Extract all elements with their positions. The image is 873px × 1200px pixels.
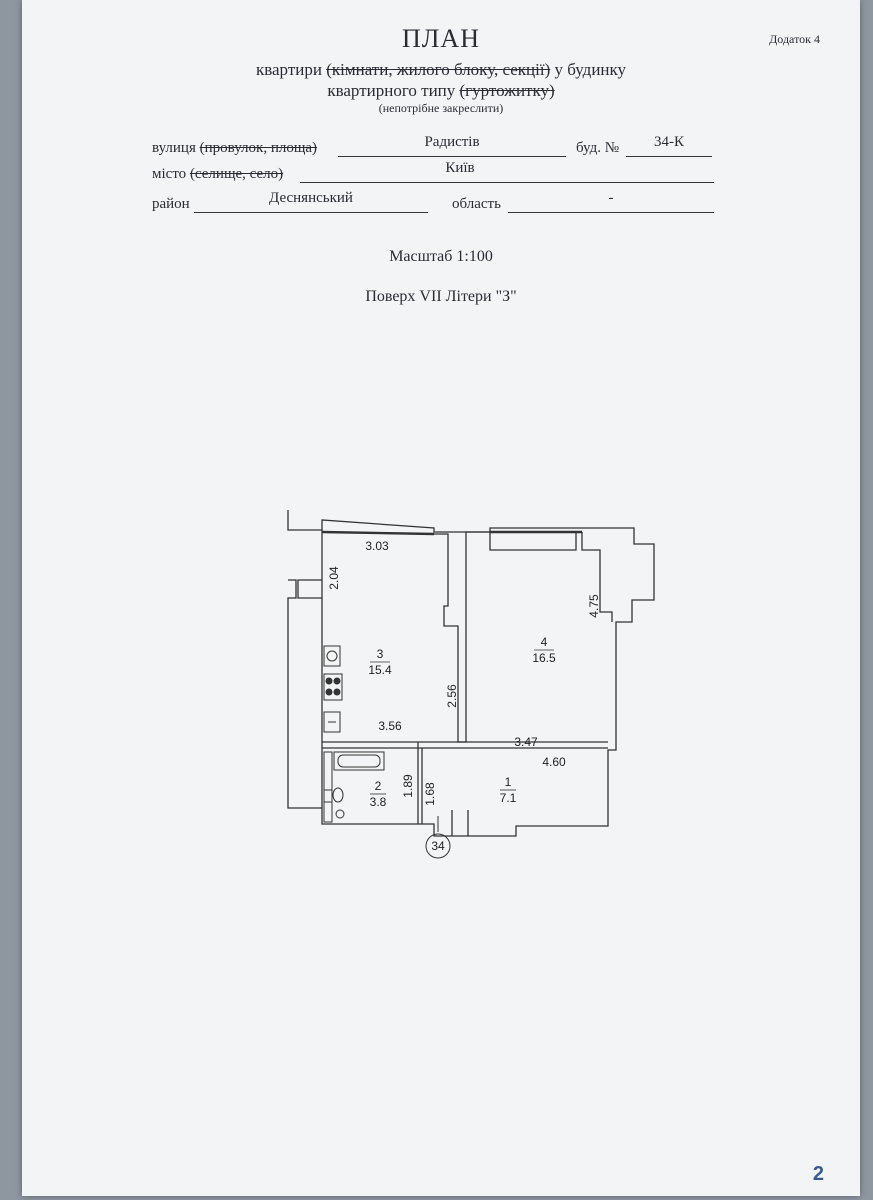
building-value: 34-К [654,134,684,150]
page-number: 2 [812,1163,824,1185]
dim-4-60: 4.60 [542,755,566,769]
document-title: ПЛАН [402,24,480,53]
floor-label: Поверх VII Літери "З" [365,288,517,305]
sink-icon [326,650,338,662]
kitchen-west-wall [297,579,322,599]
toilet-icon [332,787,344,803]
subtitle-text: квартири [255,60,327,79]
district-label: район [152,196,190,212]
region-value: - [608,190,614,206]
counter-icon [323,711,341,733]
floor-plan: 34 3.03 2.04 4.75 2.56 3.56 3.47 4.60 1.… [287,510,655,859]
street-label-struck: (провулок, площа) [199,140,318,156]
document-sheet: ПЛАН Додаток 4 квартири (кімнати, жилого… [22,0,860,1196]
washbasin-icon [335,809,345,819]
room-4-number: 4 [541,635,548,649]
subtitle-text: квартирного типу [327,81,460,100]
appendix-label: Додаток 4 [769,32,820,46]
room-2-area: 3.8 [370,795,387,809]
subtitle-line-1: квартири (кімнати, жилого блоку, секції)… [22,60,860,80]
room-4-area: 16.5 [532,651,556,665]
dim-3-56: 3.56 [378,719,402,733]
kitchen-window [321,530,435,536]
dim-3-03: 3.03 [365,539,389,553]
dim-2-56: 2.56 [445,684,459,708]
room-3-area: 15.4 [368,663,392,677]
axis-marker-label: 34 [431,839,445,853]
city-label: місто (селище, село) [152,166,283,183]
subtitle-line-2: квартирного типу (гуртожитку) [22,81,860,101]
subtitle-struck-text: (гуртожитку) [459,81,555,100]
city-label-text: місто [152,166,190,182]
bath-vent-icon [323,751,333,823]
street-value: Радистів [424,134,480,150]
partition-kitchen-room [434,531,490,743]
district-value: Деснянський [269,190,353,206]
district-underline [194,212,428,213]
exterior-wall [287,510,655,837]
room-north-wall [489,532,577,551]
street-label-text: вулиця [152,140,200,156]
room-east-wall [581,532,613,622]
building-underline [626,156,712,157]
strike-note: (непотрібне закреслити) [378,101,504,115]
street-underline [338,156,566,157]
dim-4-75: 4.75 [587,594,601,618]
city-value: Київ [445,160,475,176]
building-label: буд. № [576,140,620,156]
city-label-struck: (селище, село) [189,166,284,182]
room-1-area: 7.1 [500,791,517,805]
subtitle-text: у будинку [550,60,627,79]
bathtub-icon [333,751,385,771]
city-underline [300,182,714,183]
street-label: вулиця (провулок, площа) [152,140,317,157]
dim-2-04: 2.04 [327,566,341,590]
subtitle-struck-text: (кімнати, жилого блоку, секції) [326,60,551,79]
room-2-number: 2 [375,779,382,793]
dim-1-68: 1.68 [423,782,437,806]
dim-1-89: 1.89 [401,774,415,798]
room-3-number: 3 [377,647,384,661]
stove-icon [323,673,343,701]
dim-3-47: 3.47 [514,735,538,749]
region-underline [508,212,714,213]
room-1-number: 1 [505,775,512,789]
axis-marker [425,816,451,859]
region-label: область [452,196,501,212]
scale-label: Масштаб 1:100 [389,248,493,265]
sink-icon [323,645,341,667]
